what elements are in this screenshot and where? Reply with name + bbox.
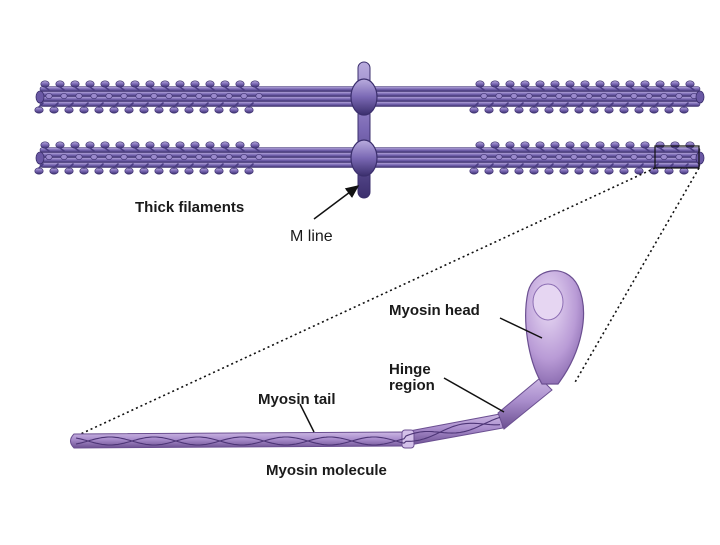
thick-filaments-label: Thick filaments [135,199,245,216]
hinge-label-line2: region [389,377,435,394]
myosin-tail-leader [299,403,315,433]
zoom-line-right [573,167,700,385]
hinge-label-line1: Hinge [389,361,431,378]
zoom-line-left [71,167,656,439]
myosin-hinge-segment [497,377,553,430]
myosin-head-highlight [532,283,564,321]
myosin-head-label: Myosin head [389,302,480,319]
zoom-box [654,145,700,169]
myosin-molecule-drawing [70,270,585,449]
thick-filament-top [34,80,705,114]
m-line-label: M line [290,228,333,245]
m-line-arrow [313,185,360,220]
myosin-neck [403,413,504,447]
myosin-tail-label: Myosin tail [258,391,336,408]
m-line-rod [350,61,378,199]
myosin-head-leader [499,317,543,339]
hinge-leader [443,377,505,413]
myosin-molecule-label: Myosin molecule [266,462,387,479]
